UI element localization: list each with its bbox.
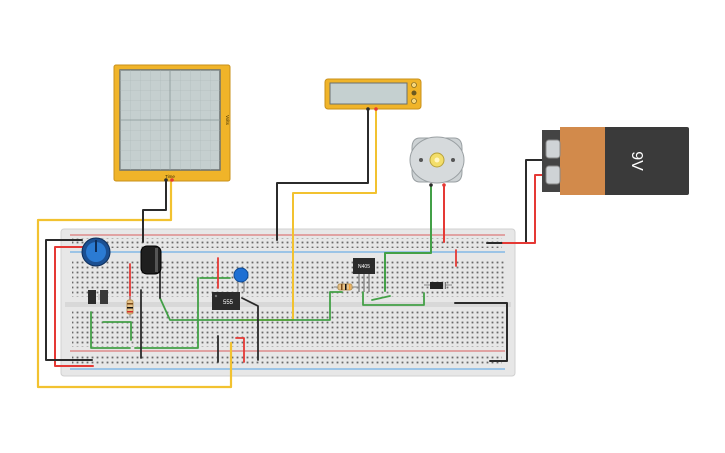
multimeter-probe-black[interactable] — [366, 107, 370, 111]
multimeter-mode-button-1[interactable] — [411, 82, 417, 88]
motor-terminal-black[interactable] — [429, 183, 433, 187]
wire-black-multimeter[interactable] — [276, 109, 369, 241]
battery-terminal-positive[interactable] — [545, 165, 561, 185]
switch[interactable] — [88, 290, 108, 304]
multimeter-mode-button-3[interactable] — [411, 98, 417, 104]
wire-black-scope[interactable] — [142, 179, 167, 243]
wire-green-7[interactable] — [371, 295, 391, 301]
wire-green-motor[interactable] — [384, 185, 432, 292]
wires[interactable] — [36, 109, 548, 389]
wire-green-2[interactable] — [102, 321, 132, 341]
oscilloscope-probe-black[interactable] — [164, 178, 168, 182]
dc-motor[interactable] — [409, 136, 465, 187]
breadboard-center-channel — [65, 302, 511, 307]
wire-yellow-scope[interactable] — [36, 178, 233, 389]
wire-black-left[interactable] — [45, 239, 93, 361]
wire-red-jumper-3[interactable] — [235, 337, 245, 363]
motor-terminal-red[interactable] — [442, 183, 446, 187]
mosfet-label: N405 — [358, 264, 370, 270]
wire-red-left[interactable] — [54, 246, 94, 367]
oscilloscope[interactable]: Time Volts — [113, 64, 231, 182]
oscilloscope-x-label: Time — [165, 174, 175, 179]
diode[interactable] — [424, 282, 452, 289]
breadboard-bottom-rail — [70, 350, 505, 370]
wire-black-right[interactable] — [454, 302, 508, 362]
breadboard[interactable] — [60, 228, 516, 377]
battery-9v[interactable]: 9V — [542, 127, 689, 195]
battery-label: 9V — [628, 151, 645, 171]
mosfet[interactable]: N405 — [353, 258, 375, 292]
battery-terminal-negative[interactable] — [545, 139, 561, 159]
ceramic-capacitor[interactable] — [233, 267, 249, 292]
resistor-1[interactable] — [126, 296, 134, 318]
timer-ic-555[interactable]: 555 — [212, 292, 240, 310]
timer-ic-label: 555 — [223, 300, 234, 306]
multimeter-display — [329, 82, 408, 105]
potentiometer[interactable] — [81, 237, 111, 267]
breadboard-lower-strip — [72, 311, 504, 347]
breadboard-upper-strip — [72, 259, 504, 297]
oscilloscope-y-label: Volts — [225, 115, 230, 126]
oscilloscope-probe-red[interactable] — [170, 178, 174, 182]
wire-red-battery[interactable] — [502, 174, 548, 244]
multimeter[interactable] — [324, 78, 422, 111]
multimeter-probe-red[interactable] — [374, 107, 378, 111]
resistor-2[interactable] — [334, 283, 358, 291]
wire-green-4[interactable] — [134, 277, 199, 349]
wire-green-3[interactable] — [159, 291, 343, 321]
wire-green-6[interactable] — [362, 291, 425, 306]
multimeter-mode-button-2[interactable] — [411, 90, 417, 96]
wire-black-jumper-3[interactable] — [241, 297, 259, 361]
wire-green-1[interactable] — [90, 311, 131, 349]
electrolytic-capacitor[interactable] — [140, 245, 162, 275]
